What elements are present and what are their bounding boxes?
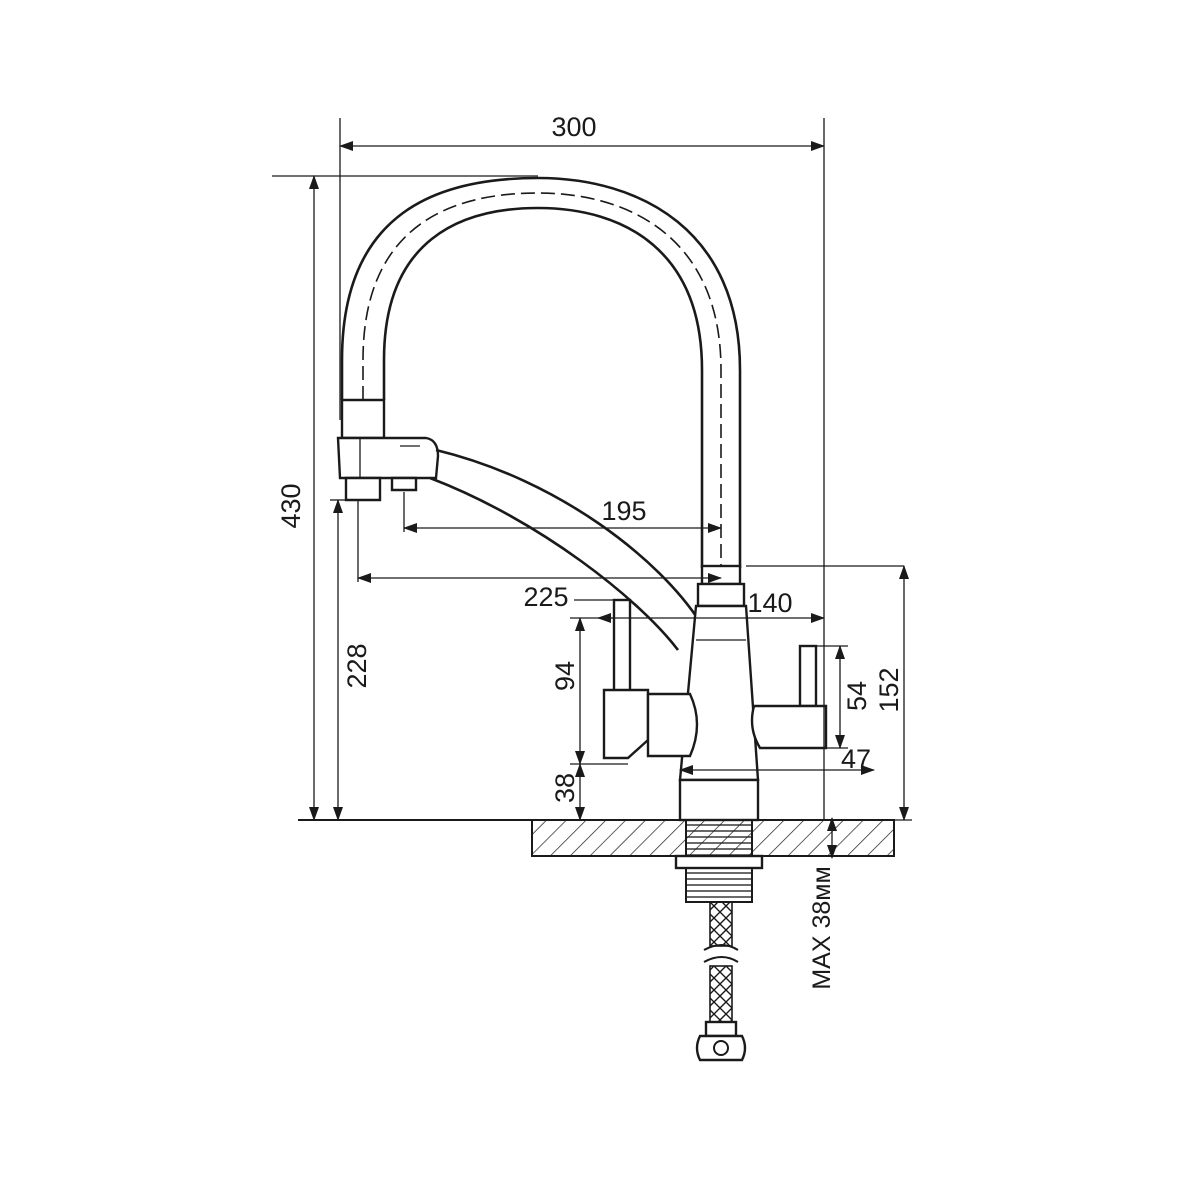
dim-label-430: 430 <box>276 483 306 528</box>
right-handle <box>750 644 828 750</box>
dim-label-47: 47 <box>841 744 871 774</box>
dim-label-54: 54 <box>842 681 872 711</box>
dim-label-38: 38 <box>550 773 580 803</box>
supply-hose <box>695 901 747 1062</box>
dim-label-195: 195 <box>601 496 646 526</box>
dim-label-300: 300 <box>551 112 596 142</box>
dim-label-140: 140 <box>747 588 792 618</box>
dim-overall-height: 430 <box>272 175 538 821</box>
dim-handle-140: 140 <box>574 588 825 623</box>
pullout-head <box>336 398 440 502</box>
dim-label-228: 228 <box>342 643 372 688</box>
dim-label-225: 225 <box>523 582 568 612</box>
filter-arm <box>429 448 702 651</box>
note-max-countertop: MAX 38мм <box>808 866 836 989</box>
dim-reach-225: 225 <box>357 500 722 612</box>
dim-label-152: 152 <box>874 667 904 712</box>
dim-overall-width: 300 <box>339 112 825 820</box>
dim-countertop-max: MAX 38мм <box>808 817 837 990</box>
dim-base-38: 38 <box>550 763 585 821</box>
spout <box>340 176 742 568</box>
dim-label-94: 94 <box>550 661 580 691</box>
dim-right-handle-54: 54 <box>816 645 872 749</box>
dim-body-47: 47 <box>679 744 875 775</box>
dim-outlet-height: 228 <box>330 499 372 821</box>
dim-reach-195: 195 <box>403 492 722 533</box>
dim-left-handle-94: 94 <box>550 617 628 765</box>
mounting-shank <box>674 819 764 903</box>
dim-body-152: 152 <box>746 565 912 821</box>
faucet-body <box>678 564 760 822</box>
left-handle <box>602 598 699 760</box>
countertop <box>298 819 895 857</box>
